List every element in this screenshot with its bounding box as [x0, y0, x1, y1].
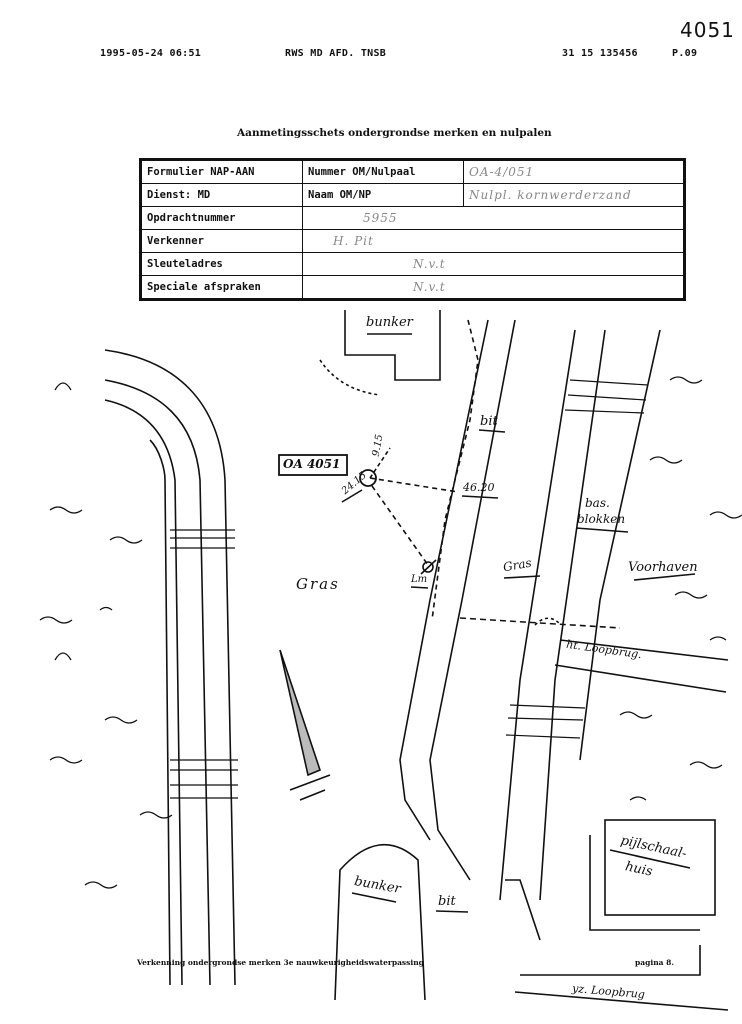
measurement-label: 46.20 [463, 481, 495, 494]
form-row: Speciale afspraken N.v.t [140, 275, 685, 300]
footer-text: Verkenning ondergrondse merken 3e nauwke… [137, 958, 424, 967]
form-row: Opdrachtnummer 5955 [140, 206, 685, 230]
quay-line [104, 349, 236, 986]
form-value: N.v.t [302, 252, 685, 276]
quay-line [579, 329, 661, 761]
form-value: 5955 [302, 206, 685, 230]
label-bit: bit [438, 894, 456, 909]
marker-circle [359, 469, 377, 487]
cable-line [431, 319, 479, 621]
fax-phone: 31 15 135456 [562, 48, 638, 59]
fax-datetime: 1995-05-24 06:51 [100, 48, 202, 59]
form-value: Nulpl. kornwerderzand [463, 183, 685, 207]
label-bas-blokken: blokken [577, 512, 626, 526]
quay-line [539, 329, 606, 901]
north-arrow-icon [279, 649, 321, 777]
form-row: Dienst: MD Naam OM/NP Nulpl. kornwerderz… [140, 183, 685, 207]
label-bas-blokken: bas. [585, 496, 610, 510]
quay-line [499, 329, 576, 901]
form-label: Speciale afspraken [140, 275, 303, 300]
quay-line [149, 439, 171, 986]
quay-line [104, 379, 211, 986]
path-line [429, 319, 516, 881]
fax-sender: RWS MD AFD. TNSB [285, 48, 387, 59]
label-voorhaven: Voorhaven [628, 560, 698, 575]
path-line [399, 319, 489, 841]
marker-label-box [278, 454, 348, 476]
bunker-outline [334, 843, 426, 1001]
marker-label: OA 4051 [283, 457, 341, 471]
page-number: pagina 8. [635, 958, 674, 967]
form-row: Formulier NAP-AAN Nummer OM/Nulpaal OA-4… [140, 159, 685, 184]
form-value: N.v.t [302, 275, 685, 300]
form-label: Opdrachtnummer [140, 206, 303, 230]
form-row: Verkenner H. Pit [140, 229, 685, 253]
form-table: Formulier NAP-AAN Nummer OM/Nulpaal OA-4… [139, 158, 686, 301]
footbridge-line [559, 639, 729, 661]
label-bunker: bunker [366, 315, 413, 330]
footbridge-line [554, 664, 727, 693]
label-bit: bit [480, 414, 498, 429]
quay-line [104, 399, 183, 986]
page-title: Aanmetingsschets ondergrondse merken en … [237, 127, 552, 139]
bunker-outline [344, 310, 441, 381]
document-number: 4051 [680, 18, 735, 42]
form-value: H. Pit [302, 229, 685, 253]
form-label: Formulier NAP-AAN [140, 159, 303, 184]
label-lm: Lm [411, 574, 428, 585]
building-outline [604, 819, 716, 916]
fax-page: P.09 [672, 48, 698, 59]
label-gras: Gras [296, 575, 340, 593]
